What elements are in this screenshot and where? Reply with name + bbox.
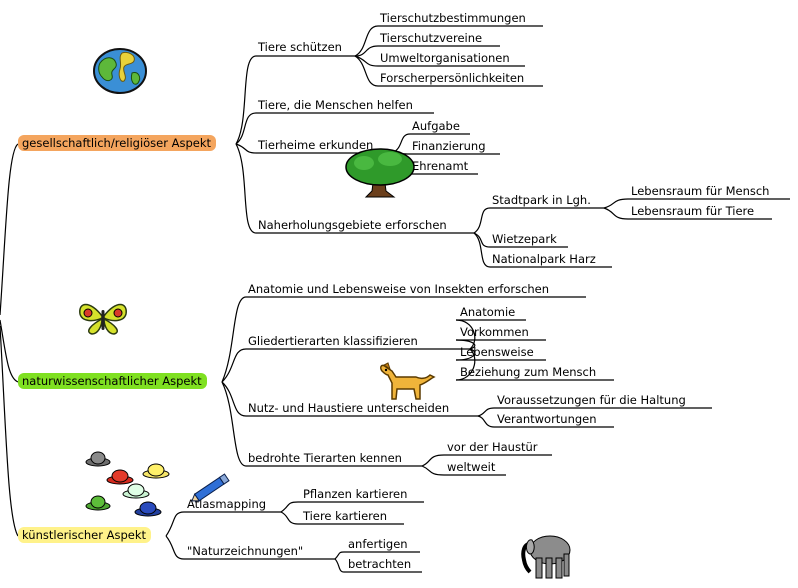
leaf-voraussetzungen[interactable]: Voraussetzungen für die Haltung: [497, 393, 686, 407]
hats-icon: [85, 451, 170, 517]
leaf-tierschutzbestimmungen[interactable]: Tierschutzbestimmungen: [380, 11, 526, 25]
leaf-tiere-kartieren[interactable]: Tiere kartieren: [303, 509, 387, 523]
butterfly-icon: [79, 303, 127, 335]
leaf-lebensraum-tiere[interactable]: Lebensraum für Tiere: [631, 204, 755, 218]
elephant-icon: [521, 535, 571, 579]
leaf-anatomie[interactable]: Anatomie: [460, 305, 516, 319]
leaf-umweltorganisationen[interactable]: Umweltorganisationen: [380, 51, 510, 65]
leaf-wietzepark[interactable]: Wietzepark: [492, 232, 557, 246]
node-tiere-schuetzen[interactable]: Tiere schützen: [258, 40, 342, 54]
branch-naturwissenschaftlich[interactable]: naturwissenschaftlicher Aspekt: [18, 373, 207, 389]
node-naherholungsgebiete[interactable]: Naherholungsgebiete erforschen: [258, 218, 447, 232]
branch-kuenstlerisch[interactable]: künstlerischer Aspekt: [18, 527, 152, 543]
leaf-verantwortungen[interactable]: Verantwortungen: [497, 412, 597, 426]
pencil-icon: [191, 473, 230, 502]
node-naturzeichnungen[interactable]: "Naturzeichnungen": [187, 544, 304, 558]
leaf-ehrenamt[interactable]: Ehrenamt: [412, 159, 469, 173]
leaf-tierschutzvereine[interactable]: Tierschutzvereine: [380, 31, 483, 45]
leaf-nationalpark-harz[interactable]: Nationalpark Harz: [492, 252, 596, 266]
leaf-betrachten[interactable]: betrachten: [348, 557, 412, 571]
node-nutz-haustiere[interactable]: Nutz- und Haustiere unterscheiden: [248, 401, 450, 415]
node-tierheime-erkunden[interactable]: Tierheime erkunden: [258, 138, 374, 152]
leaf-forscherpersoenlichkeiten[interactable]: Forscherpersönlichkeiten: [380, 71, 525, 85]
node-stadtpark[interactable]: Stadtpark in Lgh.: [492, 193, 591, 207]
leaf-beziehung-mensch[interactable]: Beziehung zum Mensch: [460, 365, 597, 379]
branch-gesellschaftlich[interactable]: gesellschaftlich/religiöser Aspekt: [18, 135, 217, 151]
leaf-lebensweise[interactable]: Lebensweise: [460, 345, 534, 359]
leaf-pflanzen-kartieren[interactable]: Pflanzen kartieren: [303, 487, 408, 501]
node-tiere-die-menschen-helfen[interactable]: Tiere, die Menschen helfen: [258, 98, 413, 112]
node-bedrohte-tierarten[interactable]: bedrohte Tierarten kennen: [248, 451, 402, 465]
leaf-vorkommen[interactable]: Vorkommen: [460, 325, 529, 339]
node-anatomie-insekten[interactable]: Anatomie und Lebensweise von Insekten er…: [248, 282, 550, 296]
globe-icon: [93, 48, 147, 94]
leaf-anfertigen[interactable]: anfertigen: [348, 537, 408, 551]
node-gliedertierarten[interactable]: Gliedertierarten klassifizieren: [248, 334, 418, 348]
leaf-lebensraum-mensch[interactable]: Lebensraum für Mensch: [631, 184, 770, 198]
leaf-aufgabe[interactable]: Aufgabe: [412, 119, 460, 133]
node-atlasmapping[interactable]: Atlasmapping: [187, 497, 267, 511]
leaf-vor-der-haustuer[interactable]: vor der Haustür: [447, 440, 538, 454]
tree-icon: [345, 148, 415, 198]
dog-icon: [380, 362, 436, 400]
leaf-weltweit[interactable]: weltweit: [447, 460, 496, 474]
leaf-finanzierung[interactable]: Finanzierung: [412, 139, 486, 153]
